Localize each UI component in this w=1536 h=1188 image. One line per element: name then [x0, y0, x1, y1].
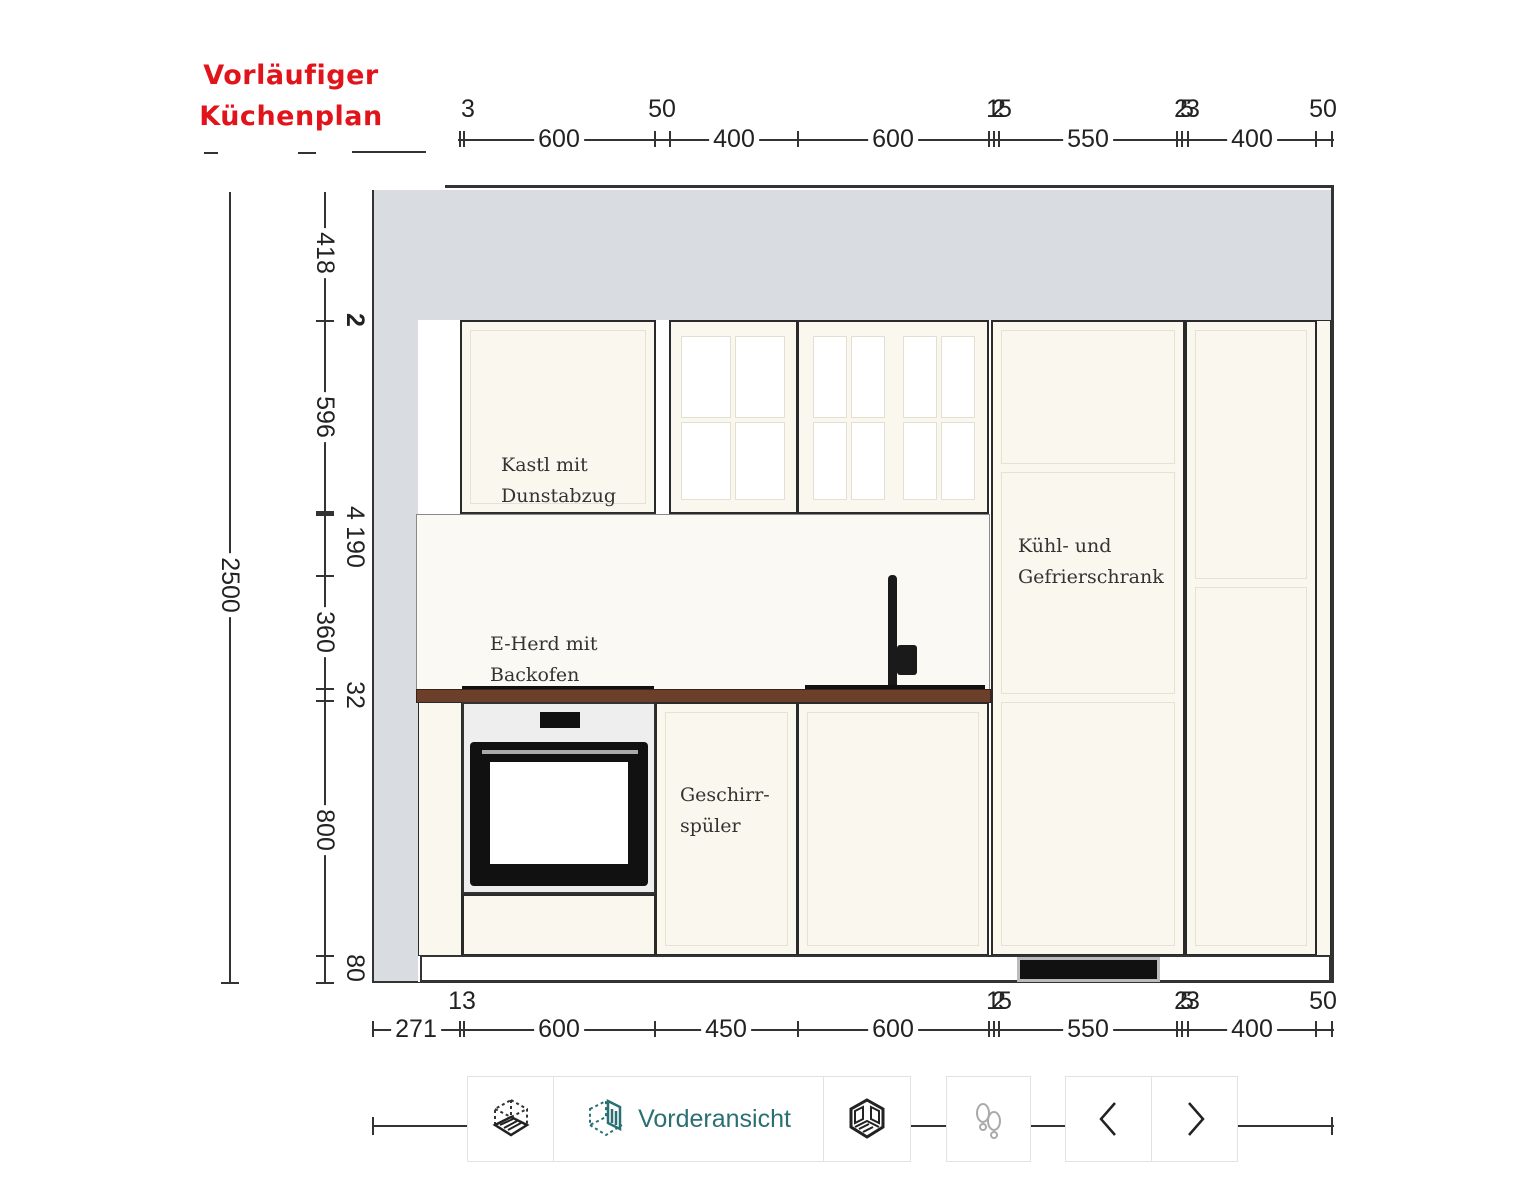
countertop: [416, 689, 991, 703]
bottom-width: 600: [534, 1015, 584, 1043]
bottom-width: 271: [391, 1015, 441, 1043]
bottom-width: 550: [1063, 1015, 1113, 1043]
footprints-icon: [975, 1103, 1001, 1139]
top-offset: 50: [648, 95, 676, 123]
bottom-offset: 13: [448, 987, 476, 1015]
height-segment: 800: [311, 805, 339, 855]
sink-cabinet[interactable]: [797, 702, 989, 956]
bottom-offset: 125: [986, 987, 1012, 1015]
glass-wall-cabinet[interactable]: [669, 320, 798, 514]
floor-view-icon: [491, 1099, 530, 1137]
sink: [805, 685, 985, 689]
divider: [204, 152, 218, 154]
plinth: [420, 955, 1331, 982]
total-height: 2500: [216, 553, 244, 617]
oven[interactable]: [462, 702, 656, 894]
height-segment: 418: [311, 228, 339, 278]
3d-view-button[interactable]: [823, 1076, 911, 1162]
next-button[interactable]: [1151, 1076, 1238, 1162]
height-small: 4: [341, 506, 369, 520]
chevron-right-icon: [1187, 1102, 1205, 1136]
bottom-width: 450: [701, 1015, 751, 1043]
height-small: 80: [341, 954, 369, 982]
top-offset: 125: [986, 95, 1012, 123]
floor-view-button[interactable]: [467, 1076, 554, 1162]
top-offset: 50: [1309, 95, 1337, 123]
hood-cabinet[interactable]: [460, 320, 656, 514]
height-segment: 190: [341, 526, 369, 568]
hood-cabinet-label: Kastl mit Dunstabzug: [501, 454, 616, 507]
vent-grille: [1017, 957, 1160, 982]
divider: [298, 152, 316, 154]
side-panel: [418, 702, 462, 956]
height-small: 2: [341, 313, 369, 327]
top-width: 600: [534, 125, 584, 153]
top-width: 600: [868, 125, 918, 153]
top-offset: 3: [461, 95, 475, 123]
top-width: 400: [709, 125, 759, 153]
top-width: 400: [1227, 125, 1277, 153]
3d-room-icon: [849, 1098, 885, 1139]
plan-title-line2: Küchenplan: [199, 101, 383, 132]
bottom-offset: 50: [1309, 987, 1337, 1015]
top-width: 550: [1063, 125, 1113, 153]
previous-button[interactable]: [1065, 1076, 1152, 1162]
height-dimension-line: [324, 192, 326, 984]
plan-title-line1: Vorläufiger: [203, 60, 379, 91]
front-view-label: Vorderansicht: [638, 1104, 791, 1133]
divider: [352, 151, 426, 153]
cooktop: [462, 686, 654, 690]
right-wall-line: [1331, 185, 1334, 983]
height-segment: 596: [311, 392, 339, 442]
filler-panel: [1316, 320, 1331, 956]
fridge-label: Kühl- und Gefrierschrank: [1018, 535, 1164, 588]
glass-wall-cabinet[interactable]: [797, 320, 989, 514]
faucet-icon: [888, 575, 897, 687]
walkthrough-button[interactable]: [946, 1076, 1031, 1162]
top-offset: 253: [1174, 95, 1200, 123]
chevron-left-icon: [1098, 1102, 1116, 1136]
stove-label: E-Herd mit Backofen: [490, 633, 598, 686]
dishwasher-label: Geschirr- spüler: [680, 784, 770, 837]
bottom-width: 400: [1227, 1015, 1277, 1043]
front-view-icon: [589, 1098, 623, 1137]
bottom-dimension-line: [372, 1029, 1334, 1031]
height-small: 32: [341, 681, 369, 709]
tall-cabinet[interactable]: [1185, 320, 1317, 956]
height-segment: 360: [311, 607, 339, 657]
oven-drawer[interactable]: [462, 894, 656, 956]
bottom-offset: 253: [1174, 987, 1200, 1015]
fridge-cabinet[interactable]: [991, 320, 1185, 956]
ceiling-line: [445, 185, 1334, 188]
front-view-button[interactable]: Vorderansicht: [553, 1076, 824, 1162]
bottom-width: 600: [868, 1015, 918, 1043]
